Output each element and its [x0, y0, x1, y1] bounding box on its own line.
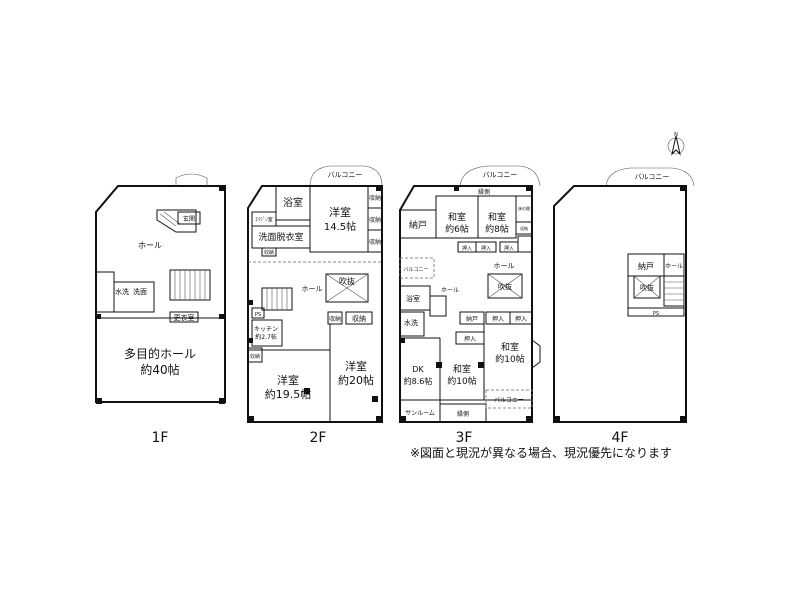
room-hall-4f: ホール — [665, 263, 683, 270]
balcony-arc-4f — [605, 167, 695, 187]
room-balcony-left-3f: バルコニー — [404, 267, 429, 273]
room-washitsu-b-3f: 和室 — [488, 211, 506, 223]
room-washitsu-c-3f: 和室 — [501, 341, 519, 353]
room-engawa-top-3f: 縁側 — [478, 188, 490, 196]
balcony-label-4f: バルコニー — [635, 173, 670, 181]
floor-label-2f: 2F — [310, 430, 327, 446]
room-yoshitsu-b-2f: 洋室 — [277, 373, 299, 387]
room-washitsu-d-size-3f: 約10帖 — [447, 375, 476, 387]
room-shuno-mid2-2f: 収納 — [352, 314, 366, 323]
room-dk-size-3f: 約8.6帖 — [404, 376, 433, 386]
floor-2f: バルコニー 浴室 洋室 14.5帖 収納 収納 収納 ｴｲｼﾞﾝ室 洗面脱衣室 … — [247, 165, 383, 446]
room-yoshitsu-a-size-2f: 14.5帖 — [324, 220, 356, 233]
room-tamokuteki-1f: 多目的ホール — [124, 346, 196, 361]
room-genkan-1f: 玄関 — [183, 215, 195, 223]
room-shuno-mid-2f: 収納 — [329, 315, 341, 323]
room-nando-4f: 納戸 — [638, 261, 654, 271]
room-yoshitsu-b-size-2f: 約19.5帖 — [265, 387, 312, 401]
room-washitsu-b-size-3f: 約8帖 — [485, 223, 509, 235]
room-washitsu-c-size-3f: 約10帖 — [495, 353, 524, 365]
room-yoshitsu-a-2f: 洋室 — [329, 205, 351, 219]
room-dryer-2f: ｴｲｼﾞﾝ室 — [255, 216, 273, 223]
room-oshiire3-3f: 押入 — [504, 245, 514, 252]
room-shuno3-2f: 収納 — [369, 238, 381, 246]
balcony-arc-2f — [309, 165, 383, 187]
room-hall-2f: ホール — [302, 285, 323, 293]
room-yoshitsu-c-2f: 洋室 — [345, 359, 367, 373]
room-yokushitsu-2f: 浴室 — [283, 196, 303, 209]
room-mizuarai-3f: 水洗 — [404, 318, 418, 327]
room-oshiire2-3f: 押入 — [481, 245, 491, 252]
north-label: N — [674, 132, 678, 138]
room-hall-top-3f: ホール — [494, 262, 515, 270]
balcony-label-2f: バルコニー — [328, 171, 363, 179]
room-washitsu-a-3f: 和室 — [448, 211, 466, 223]
floor-1f: ホール 玄関 水洗 洗面 更衣室 多目的ホール 約40帖 1F — [95, 173, 226, 446]
room-shuno1-2f: 収納 — [369, 194, 381, 202]
room-kitchen-size-2f: 約2.7帖 — [255, 333, 277, 341]
room-washitsu-a-size-3f: 約6帖 — [445, 223, 469, 235]
balcony-arc-3f — [459, 165, 541, 187]
room-shuno-k-2f: 収納 — [250, 353, 260, 360]
room-dk-3f: DK — [412, 365, 424, 374]
room-yokushitsu-3f: 浴室 — [406, 294, 420, 303]
room-senmen-datsui-2f: 洗面脱衣室 — [258, 231, 303, 243]
room-shuno-small-2f: 収納 — [264, 249, 274, 256]
room-hall-left-3f: ホール — [441, 287, 459, 294]
floor-label-4f: 4F — [612, 430, 629, 446]
floor-4f: バルコニー 納戸 ホール 吹抜 PS 4F — [553, 167, 695, 446]
room-nando-mid-3f: 納戸 — [466, 315, 478, 323]
room-yoshitsu-c-size-2f: 約20帖 — [338, 373, 374, 387]
disclaimer-note: ※図面と現況が異なる場合、現況優先になります — [410, 446, 673, 460]
balcony-label-3f: バルコニー — [483, 171, 518, 179]
room-toko-3f: 床の間 — [518, 205, 530, 211]
room-balcony-bottom-3f: バルコニー — [494, 397, 524, 404]
room-kitchen-2f: キッチン — [254, 326, 278, 333]
room-shuno-3f: 収納 — [520, 225, 528, 231]
room-nando-3f: 納戸 — [409, 219, 427, 231]
floor-label-3f: 3F — [456, 430, 473, 446]
room-shuno2-2f: 収納 — [369, 216, 381, 224]
room-oshiire-mid1-3f: 押入 — [492, 315, 504, 323]
room-koui-1f: 更衣室 — [174, 313, 195, 322]
room-fukinuke-3f: 吹抜 — [498, 282, 512, 291]
room-washitsu-d-3f: 和室 — [453, 363, 471, 375]
floor-3f: バルコニー 縁側 納戸 和室 約6帖 和室 約8帖 床の間 収納 押入 押入 押… — [399, 165, 541, 446]
room-tamokuteki-size-1f: 約40帖 — [140, 362, 179, 377]
room-ps-4f: PS — [653, 311, 659, 317]
room-oshiire1-3f: 押入 — [462, 245, 472, 252]
room-fukinuke-4f: 吹抜 — [640, 283, 654, 292]
room-hall-1f: ホール — [138, 241, 162, 250]
room-mizuarai-1f: 水洗 — [115, 287, 129, 296]
room-oshiire-mid3-3f: 押入 — [464, 335, 476, 343]
room-oshiire-mid2-3f: 押入 — [515, 315, 527, 323]
room-senmen-1f: 洗面 — [133, 287, 147, 296]
room-sunroom-3f: サンルーム — [405, 410, 435, 417]
room-fukinuke-2f: 吹抜 — [339, 276, 355, 286]
room-engawa-bottom-3f: 縁側 — [457, 410, 469, 418]
floor-label-1f: 1F — [152, 430, 169, 446]
north-compass-icon: N — [667, 132, 685, 156]
room-ps-2f: PS — [255, 312, 261, 318]
